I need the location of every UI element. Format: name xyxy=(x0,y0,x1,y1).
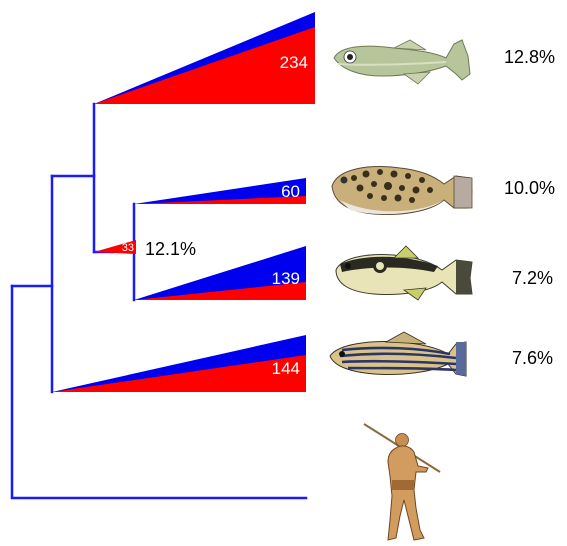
fugu-loss-wedge xyxy=(134,282,306,300)
zebrafish-count-label: 144 xyxy=(272,359,300,378)
spotted-pufferfish-percent-label: 10.0% xyxy=(504,178,555,198)
zebrafish-clade: 144 xyxy=(52,335,306,392)
root-branch xyxy=(10,284,308,500)
medaka-loss-wedge xyxy=(94,27,315,104)
spotted-pufferfish-loss-wedge xyxy=(134,196,306,204)
zebrafish-loss-wedge xyxy=(52,355,306,392)
fugu-count-label: 139 xyxy=(272,269,300,288)
medaka-count-label: 234 xyxy=(280,53,308,72)
medaka-clade: 234 xyxy=(94,12,315,104)
tree-branches xyxy=(10,102,308,500)
internal-node-loss-wedge xyxy=(94,240,136,254)
internal-node-clade: 33 12.1% xyxy=(94,239,196,259)
zebrafish-percent-label: 7.6% xyxy=(512,348,553,368)
spotted-pufferfish-icon xyxy=(331,166,473,215)
spotted-pufferfish-gain-wedge xyxy=(134,178,306,204)
spotted-pufferfish-clade: 60 xyxy=(134,178,306,204)
fugu-pufferfish-icon xyxy=(335,245,473,301)
medaka-percent-label: 12.8% xyxy=(504,47,555,67)
fugu-percent-label: 7.2% xyxy=(512,268,553,288)
zebrafish-icon xyxy=(329,331,467,377)
human-hunter-icon xyxy=(363,423,441,541)
medaka-fish-icon xyxy=(333,39,471,85)
spotted-pufferfish-count-label: 60 xyxy=(281,182,300,201)
internal-node-count-label: 33 xyxy=(122,242,134,254)
internal-node-percent-label: 12.1% xyxy=(145,239,196,259)
fugu-clade: 139 xyxy=(134,246,306,300)
